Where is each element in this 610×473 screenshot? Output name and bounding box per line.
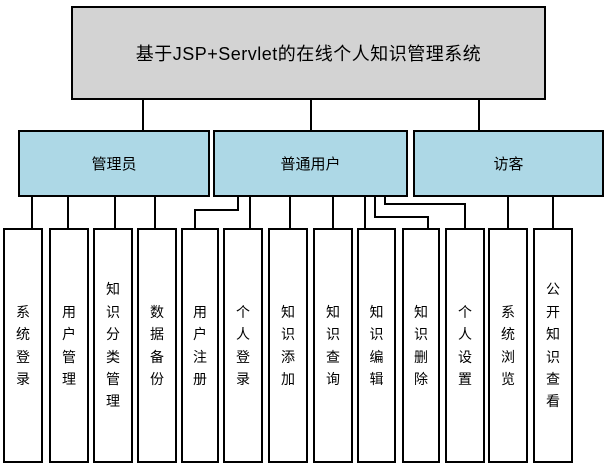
leaf-node-label: 用户注册 [193, 303, 207, 387]
leaf-node-public-knowledge-view: 公开知识查看 [533, 228, 573, 463]
leaf-node-label: 知识编辑 [369, 303, 384, 387]
leaf-node-user-management: 用户管理 [49, 228, 89, 463]
leaf-node-label: 知识分类管理 [106, 281, 120, 410]
leaf-node-personal-login: 个人登录 [223, 228, 263, 463]
connector-user-leaf5 [194, 195, 239, 230]
leaf-node-knowledge-delete: 知识删除 [402, 228, 440, 463]
connector-user-leaf11 [384, 195, 466, 230]
leaf-node-label: 系统浏览 [501, 303, 515, 387]
role-node-regular-user-label: 普通用户 [280, 156, 341, 173]
leaf-node-label: 知识查询 [326, 303, 340, 387]
leaf-node-label: 公开知识查看 [546, 281, 560, 410]
leaf-node-knowledge-query: 知识查询 [313, 228, 353, 463]
leaf-node-system-login: 系统登录 [3, 228, 43, 463]
leaf-node-knowledge-edit: 知识编辑 [357, 228, 396, 463]
role-node-visitor: 访客 [413, 130, 604, 197]
root-node: 基于JSP+Servlet的在线个人知识管理系统 [71, 6, 546, 100]
leaf-node-label: 知识添加 [281, 303, 295, 387]
role-node-visitor-label: 访客 [493, 156, 524, 173]
role-node-admin-label: 管理员 [91, 156, 137, 173]
leaf-node-data-backup: 数据备份 [137, 228, 177, 463]
leaf-node-label: 知识删除 [414, 303, 428, 387]
leaf-node-label: 系统登录 [16, 303, 30, 387]
connector-user-leaf10 [374, 195, 429, 230]
leaf-node-knowledge-category-management: 知识分类管理 [93, 228, 133, 463]
leaf-node-label: 用户管理 [62, 303, 76, 387]
leaf-node-personal-settings: 个人设置 [445, 228, 485, 463]
role-node-admin: 管理员 [18, 130, 210, 197]
role-node-regular-user: 普通用户 [213, 130, 408, 197]
leaf-node-label: 个人设置 [458, 303, 472, 387]
leaf-node-label: 数据备份 [150, 303, 164, 387]
root-node-label: 基于JSP+Servlet的在线个人知识管理系统 [135, 44, 482, 64]
leaf-node-knowledge-add: 知识添加 [268, 228, 308, 463]
leaf-node-user-registration: 用户注册 [181, 228, 219, 463]
leaf-node-system-browse: 系统浏览 [488, 228, 528, 463]
leaf-node-label: 个人登录 [236, 303, 250, 387]
